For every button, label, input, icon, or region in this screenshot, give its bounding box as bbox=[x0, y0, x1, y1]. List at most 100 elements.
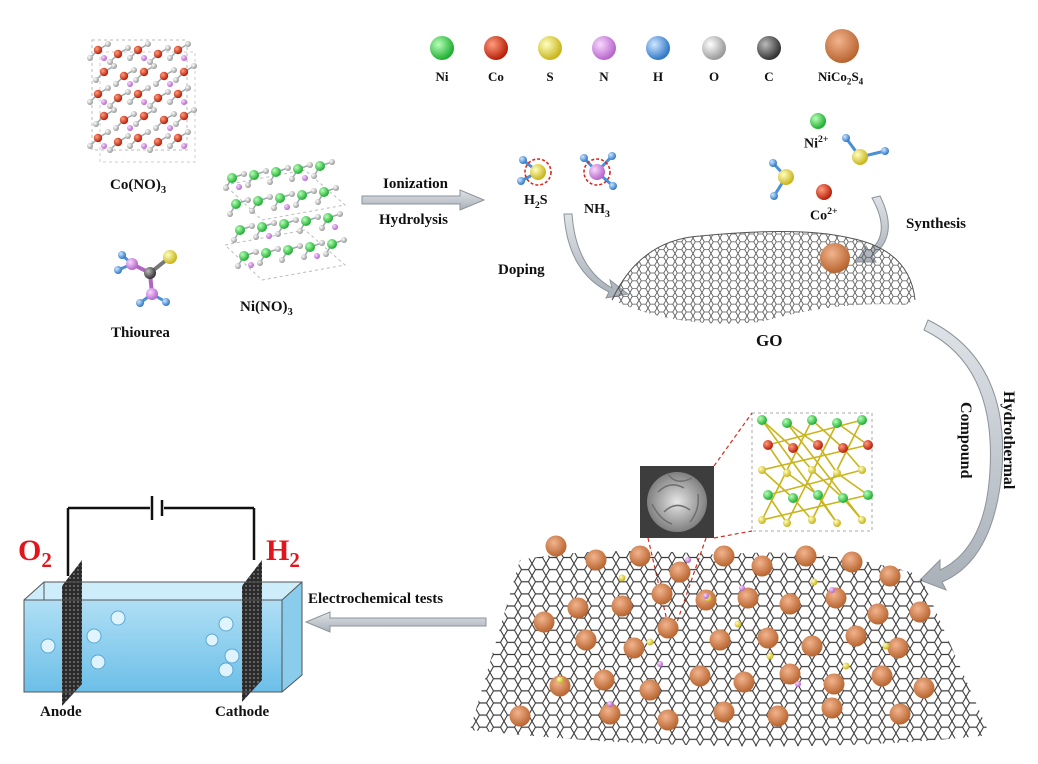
oxygen-atom bbox=[133, 121, 139, 127]
nico2s4-particle bbox=[549, 675, 571, 697]
nickel-atom bbox=[271, 167, 281, 177]
oxygen-atom bbox=[105, 85, 111, 91]
sulfur-dopant bbox=[646, 638, 654, 646]
oxygen-atom bbox=[275, 231, 281, 237]
nickel-atom bbox=[231, 199, 241, 209]
nickel-atom bbox=[275, 193, 285, 203]
oxygen-atom bbox=[93, 121, 99, 127]
bond bbox=[761, 419, 838, 524]
nickel-atom bbox=[315, 161, 325, 171]
bubble bbox=[224, 648, 240, 664]
ni-nitrate-crystal bbox=[223, 159, 347, 281]
oxygen-atom bbox=[191, 107, 197, 113]
nitrogen-dopant bbox=[685, 557, 691, 563]
cobalt-atom bbox=[139, 111, 149, 121]
oxygen-atom bbox=[125, 89, 131, 95]
nitrogen-atom bbox=[141, 143, 147, 149]
oxygen-atom bbox=[113, 125, 119, 131]
nico2s4-particle bbox=[713, 545, 735, 567]
nico2s4-particle bbox=[871, 665, 893, 687]
oxygen-atom bbox=[307, 162, 313, 168]
nico2s4-particle bbox=[845, 625, 867, 647]
nickel-atom bbox=[857, 415, 867, 425]
nickel-atom bbox=[832, 418, 842, 428]
co-ion-ball bbox=[816, 184, 832, 200]
nitrogen-atom bbox=[167, 125, 173, 131]
composite-sheet bbox=[470, 535, 990, 747]
bond bbox=[786, 422, 819, 446]
cobalt-atom bbox=[133, 133, 143, 143]
oxygen-atom bbox=[125, 133, 131, 139]
nico2s4-particle bbox=[533, 611, 555, 633]
legend-nico-ball bbox=[825, 29, 859, 63]
nico2s4-particle bbox=[611, 595, 633, 617]
nickel-atom bbox=[807, 415, 817, 425]
nico2s4-particle bbox=[629, 545, 651, 567]
ni-ion-ball bbox=[810, 113, 826, 129]
cobalt-atom bbox=[179, 111, 189, 121]
nico2s4-particle bbox=[821, 697, 843, 719]
nico2s4-particle bbox=[599, 703, 621, 725]
cobalt-atom bbox=[813, 440, 823, 450]
cobalt-atom bbox=[99, 111, 109, 121]
oxygen-atom bbox=[125, 45, 131, 51]
sulfur-dopant bbox=[618, 574, 626, 582]
oxygen-atom bbox=[87, 143, 93, 149]
legend-c-ball bbox=[757, 36, 781, 60]
oxygen-atom bbox=[301, 254, 307, 260]
thiourea-molecule bbox=[114, 250, 177, 307]
oxygen-atom bbox=[289, 191, 295, 197]
legend-o-ball bbox=[702, 36, 726, 60]
oxygen-atom bbox=[319, 240, 325, 246]
cobalt-atom bbox=[133, 45, 143, 55]
nico2s4-particle bbox=[889, 703, 911, 725]
nico2s4-particle bbox=[651, 583, 673, 605]
hydrothermal-label: Hydrothermal bbox=[1000, 391, 1017, 490]
nickel-atom bbox=[257, 222, 267, 232]
nico2s4-particle bbox=[545, 535, 567, 557]
nico2s4-particle bbox=[623, 637, 645, 659]
oxygen-atom bbox=[249, 208, 255, 214]
o2-label: O2 bbox=[18, 534, 52, 572]
ni-ion-label: Ni2+ bbox=[804, 134, 829, 152]
nickel-atom bbox=[763, 490, 773, 500]
oxygen-atom bbox=[131, 111, 137, 117]
nickel-atom bbox=[305, 242, 315, 252]
nitrogen-dopant bbox=[829, 587, 835, 593]
oxygen-atom bbox=[93, 77, 99, 83]
oxygen-atom bbox=[107, 59, 113, 65]
cobalt-atom bbox=[93, 45, 103, 55]
legend-label-s: S bbox=[546, 69, 554, 84]
nitrogen-dopant bbox=[607, 701, 613, 707]
nitrogen-atom bbox=[101, 55, 107, 61]
oxygen-atom bbox=[311, 188, 317, 194]
nitrogen-dopant bbox=[657, 661, 663, 667]
bubble bbox=[205, 633, 219, 647]
nitrogen-atom bbox=[266, 233, 272, 239]
sulfur-atom bbox=[833, 519, 841, 527]
bubble bbox=[218, 662, 234, 678]
cobalt-atom bbox=[173, 133, 183, 143]
bubble bbox=[110, 610, 126, 626]
oxygen-atom bbox=[257, 260, 263, 266]
nickel-atom bbox=[782, 418, 792, 428]
cobalt-atom bbox=[159, 115, 169, 125]
nickel-atom bbox=[297, 190, 307, 200]
bond bbox=[767, 494, 788, 524]
oxygen-atom bbox=[315, 199, 321, 205]
co-nitrate-crystal bbox=[87, 39, 197, 163]
electrochemical-tests-label: Electrochemical tests bbox=[308, 591, 444, 607]
nico2s4-particle bbox=[757, 627, 779, 649]
hydrothermal-arrow bbox=[919, 319, 1004, 591]
nico2s4-particle bbox=[913, 677, 935, 699]
doping-arrow bbox=[563, 213, 630, 299]
legend-n-ball bbox=[592, 36, 616, 60]
go-label: GO bbox=[756, 331, 783, 350]
cobalt-atom bbox=[119, 115, 129, 125]
oxygen-atom bbox=[173, 77, 179, 83]
nickel-atom bbox=[838, 493, 848, 503]
nico2s4-particle bbox=[867, 603, 889, 625]
nickel-atom bbox=[293, 164, 303, 174]
legend-label-c: C bbox=[764, 69, 774, 84]
nico2s4-particle bbox=[733, 671, 755, 693]
